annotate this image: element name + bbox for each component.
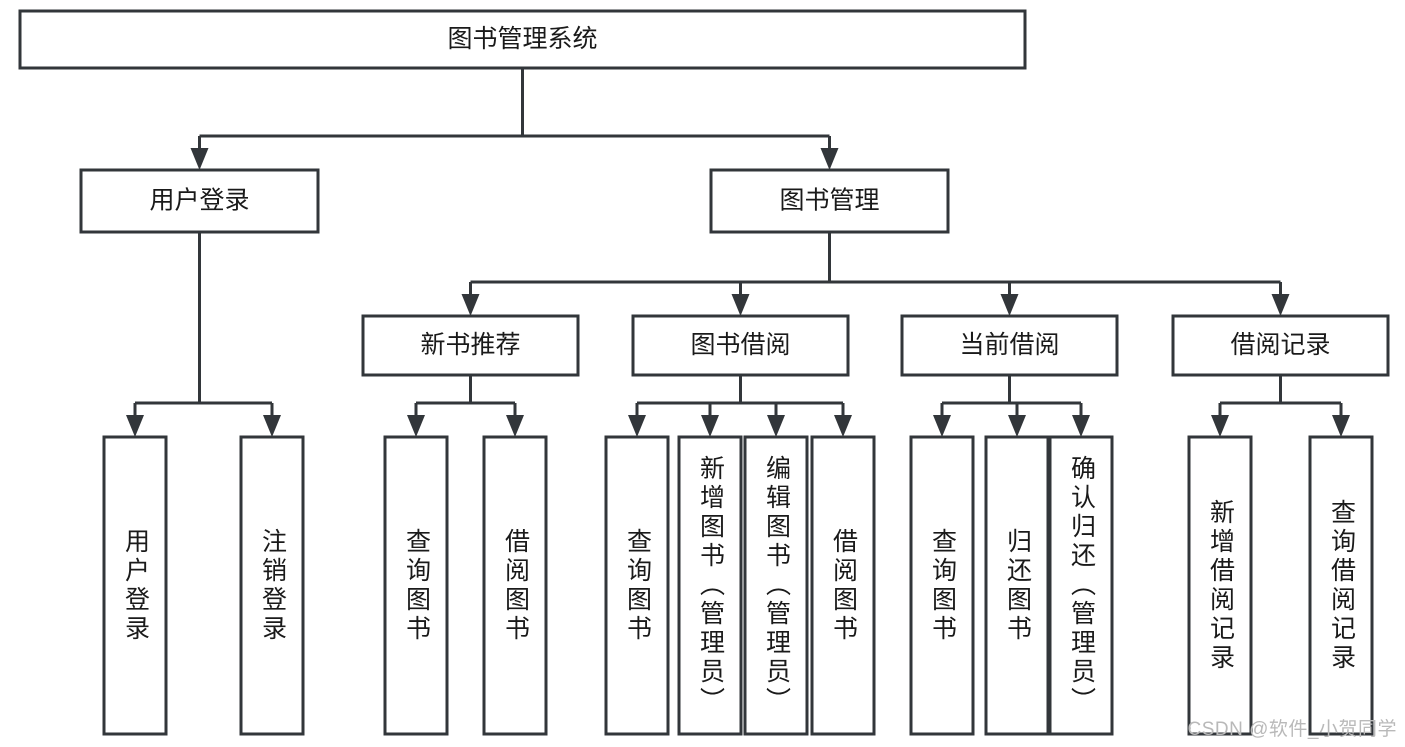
node-box-current-borrow[interactable] — [900, 314, 1119, 377]
node-box-leaf-return-book[interactable] — [984, 435, 1050, 736]
node-box-book-manage[interactable] — [709, 168, 950, 234]
node-label-current-borrow: 当前借阅 — [959, 331, 1059, 359]
node-box-leaf-query-book-cur[interactable] — [909, 435, 975, 736]
boxes-layer — [18, 9, 1390, 736]
node-label-book-borrow: 图书借阅 — [690, 331, 790, 359]
node-box-book-borrow[interactable] — [631, 314, 850, 377]
node-label-user-login: 用户登录 — [149, 187, 249, 215]
node-box-new-book-rec[interactable] — [361, 314, 580, 377]
node-box-leaf-add-record[interactable] — [1187, 435, 1253, 736]
node-box-user-login[interactable] — [79, 168, 320, 234]
node-label-book-manage: 图书管理 — [779, 187, 879, 215]
node-box-leaf-query-record[interactable] — [1308, 435, 1374, 736]
node-box-root[interactable] — [18, 9, 1027, 70]
node-box-leaf-borrow-book[interactable] — [810, 435, 876, 736]
node-label-new-book-rec: 新书推荐 — [420, 331, 520, 359]
node-box-leaf-edit-book[interactable] — [743, 435, 809, 736]
node-box-borrow-record[interactable] — [1171, 314, 1390, 377]
watermark: CSDN @软件_小贺同学 — [1187, 719, 1397, 740]
node-label-root: 图书管理系统 — [447, 25, 597, 53]
node-box-leaf-borrow-book-rec[interactable] — [482, 435, 548, 736]
connectors-layer — [126, 68, 1350, 437]
node-box-leaf-confirm-return[interactable] — [1048, 435, 1114, 736]
node-box-leaf-query-book-borrow[interactable] — [604, 435, 670, 736]
node-box-leaf-query-book-rec[interactable] — [383, 435, 449, 736]
node-label-borrow-record: 借阅记录 — [1230, 331, 1330, 359]
node-box-leaf-user-login[interactable] — [102, 435, 168, 736]
node-box-leaf-add-book[interactable] — [677, 435, 743, 736]
node-box-leaf-user-logout[interactable] — [239, 435, 305, 736]
